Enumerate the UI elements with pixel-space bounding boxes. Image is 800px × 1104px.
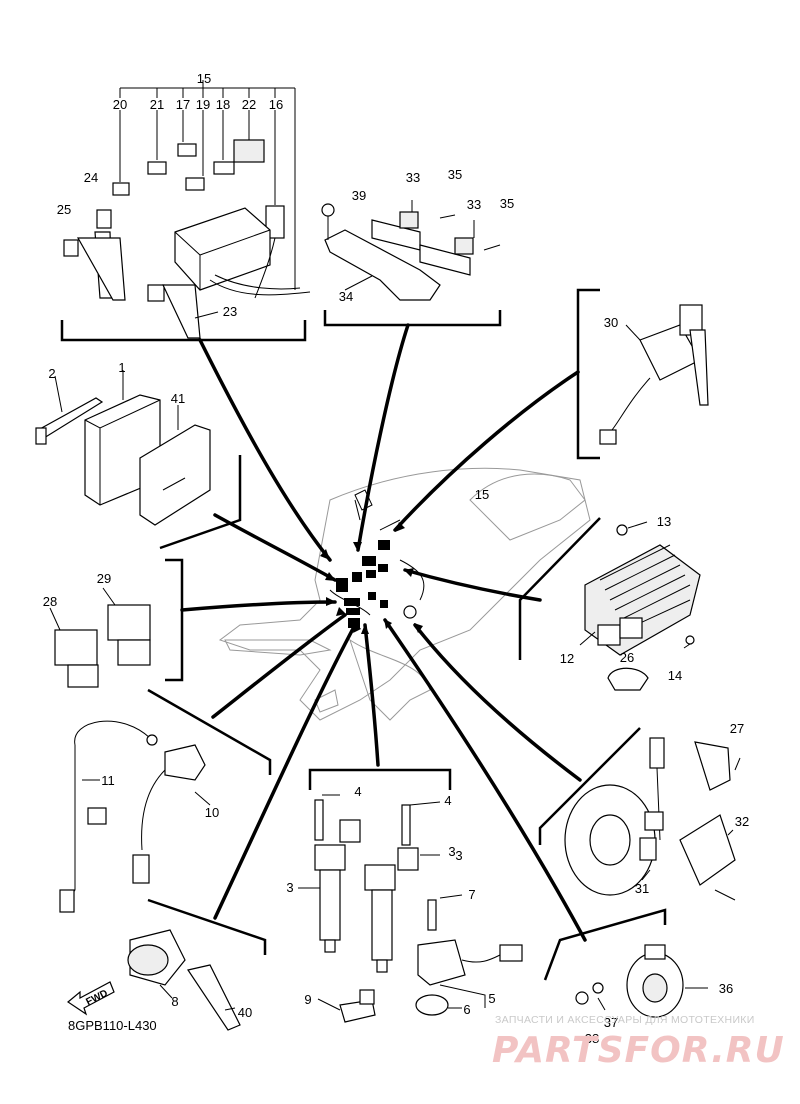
watermark-caption: ЗАПЧАСТИ И АКСЕССУАРЫ ДЛЯ МОТОТЕХНИКИ <box>495 1014 755 1026</box>
part-label-12: 12 <box>560 651 574 666</box>
part-label-17: 17 <box>176 97 190 112</box>
part-label-3-b: 3 <box>286 880 293 895</box>
part-label-16: 16 <box>269 97 283 112</box>
part-label-29: 29 <box>97 571 111 586</box>
part-label-19: 19 <box>196 97 210 112</box>
part-label-11: 11 <box>101 773 115 788</box>
part-label-4-a: 4 <box>354 784 361 799</box>
part-number-labels: 1 2 3 3 3 4 4 5 6 7 8 9 10 11 12 13 14 1… <box>43 71 749 1046</box>
part-label-32: 32 <box>735 814 749 829</box>
part-label-36: 36 <box>719 981 733 996</box>
part-label-33-a: 33 <box>406 170 420 185</box>
part-label-9: 9 <box>304 992 311 1007</box>
crank-sensor-group <box>415 894 523 1016</box>
part-label-3-a: 3 <box>455 848 462 863</box>
part-label-28: 28 <box>43 594 57 609</box>
wheel-speed-sensor-group <box>564 737 741 901</box>
part-label-6: 6 <box>463 1002 470 1017</box>
ignition-switch <box>599 304 709 445</box>
group-brackets <box>60 288 667 981</box>
leader-lines <box>180 323 587 942</box>
part-label-23: 23 <box>223 304 237 319</box>
part-label-10: 10 <box>205 805 219 820</box>
part-label-24: 24 <box>84 170 98 185</box>
part-label-7: 7 <box>468 887 475 902</box>
part-label-3-c: 3 <box>448 844 455 859</box>
part-label-8: 8 <box>171 994 178 1009</box>
misc-sensors <box>127 929 708 1031</box>
fwd-arrow: FWD <box>66 981 115 1016</box>
leader-arrowheads <box>320 522 423 634</box>
part-label-40: 40 <box>238 1005 252 1020</box>
part-label-1: 1 <box>118 360 125 375</box>
part-label-39: 39 <box>352 188 366 203</box>
part-label-31: 31 <box>635 881 649 896</box>
part-label-33-b: 33 <box>467 197 481 212</box>
ignition-coils <box>298 794 441 973</box>
part-label-35-a: 35 <box>448 167 462 182</box>
part-label-38: 38 <box>585 1031 599 1046</box>
watermark-brand: PARTSFOR.RU <box>492 1030 785 1071</box>
ecu-group <box>35 370 211 526</box>
part-label-27: 27 <box>730 721 744 736</box>
part-label-21: 21 <box>150 97 164 112</box>
frame-outline <box>218 467 591 721</box>
part-label-20: 20 <box>113 97 127 112</box>
rectifier-regulator <box>579 521 701 691</box>
relay-group <box>49 587 151 688</box>
fwd-label: FWD <box>84 988 109 1008</box>
part-label-15-b: 15 <box>475 487 489 502</box>
part-label-22: 22 <box>242 97 256 112</box>
part-label-15-a: 15 <box>197 71 211 86</box>
part-label-13: 13 <box>657 514 671 529</box>
part-label-41: 41 <box>171 391 185 406</box>
part-label-34: 34 <box>339 289 353 304</box>
part-label-30: 30 <box>604 315 618 330</box>
part-label-37: 37 <box>604 1015 618 1030</box>
part-label-25: 25 <box>57 202 71 217</box>
central-components <box>329 489 425 628</box>
part-label-2: 2 <box>48 366 55 381</box>
part-label-4-b: 4 <box>444 793 451 808</box>
watermark: ЗАПЧАСТИ И АКСЕССУАРЫ ДЛЯ МОТОТЕХНИКИ PA… <box>492 1014 785 1071</box>
fuse-box-group <box>63 80 311 339</box>
part-label-5: 5 <box>488 991 495 1006</box>
sensor-cable-group <box>59 720 211 913</box>
bracket-group <box>321 200 501 301</box>
diagram-code: 8GPB110-L430 <box>68 1018 157 1033</box>
part-label-26: 26 <box>620 650 634 665</box>
part-label-14: 14 <box>668 668 682 683</box>
part-label-35-b: 35 <box>500 196 514 211</box>
part-label-18: 18 <box>216 97 230 112</box>
